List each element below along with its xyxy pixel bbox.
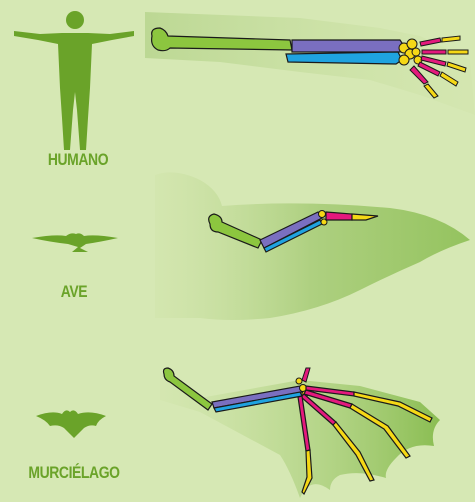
bat-wing-diagram	[160, 368, 440, 498]
label-bat: MURCIÉLAGO	[17, 463, 132, 483]
bird-wing-diagram	[155, 172, 470, 320]
bat-silhouette-icon	[36, 410, 106, 438]
label-bird: AVE	[41, 282, 107, 302]
human-radius	[286, 52, 402, 64]
human-arm-outline	[145, 12, 475, 115]
human-silhouette-icon	[14, 11, 134, 150]
bat-thumb	[302, 368, 310, 382]
bird-metacarpals	[326, 212, 352, 220]
bird-silhouette-icon	[32, 233, 118, 252]
human-ulna	[292, 40, 404, 52]
label-human: HUMANO	[37, 150, 119, 170]
human-arm-diagram	[145, 12, 475, 115]
bird-wing-outline	[155, 172, 470, 320]
